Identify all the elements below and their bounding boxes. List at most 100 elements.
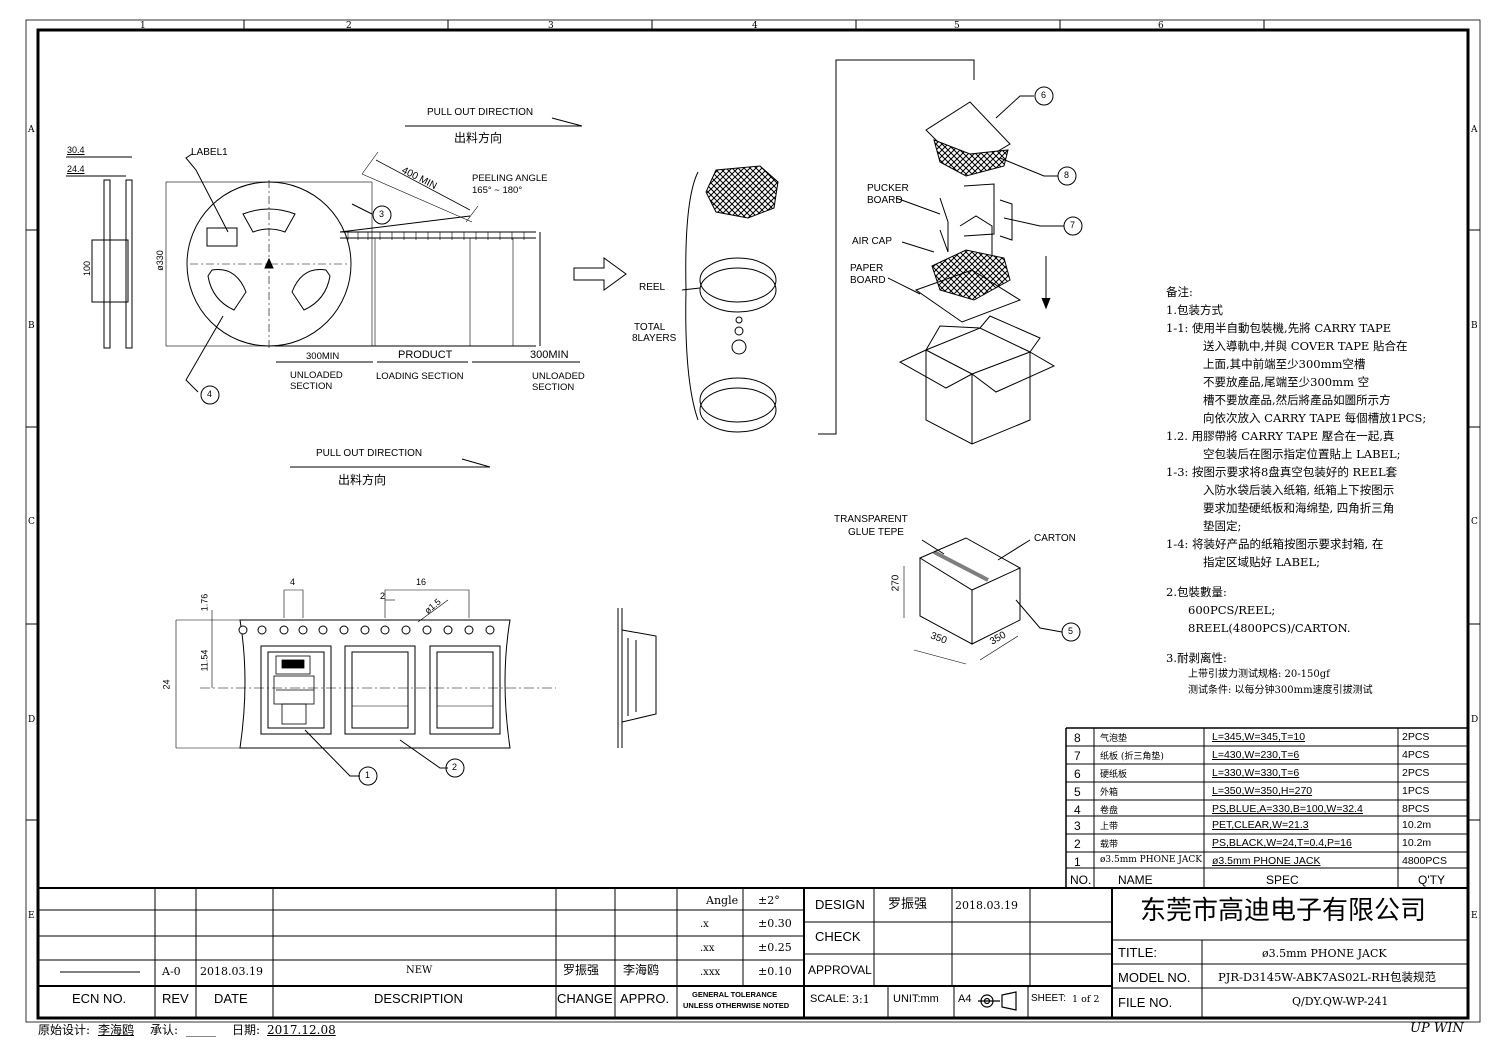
balloon-6: 6 xyxy=(1041,90,1047,100)
right-len-300: 300MIN xyxy=(530,349,569,361)
hdr-change: CHANGE xyxy=(557,991,613,1006)
dim-4: 4 xyxy=(290,577,296,587)
bom-cell-qty: 10.2m xyxy=(1402,837,1432,849)
bom-cell-spec: PS,BLUE,A=330,B=100,W=32.4 xyxy=(1212,803,1363,815)
title-label: TITLE: xyxy=(1118,945,1158,960)
bom-cell-no: 2 xyxy=(1074,837,1081,851)
bom-cell-qty: 8PCS xyxy=(1402,803,1430,815)
bom-cell-spec: L=330,W=330,T=6 xyxy=(1212,767,1300,779)
notes-line: 不要放產品,尾端至少300mm 空 xyxy=(1203,375,1370,389)
bom-cell-no: 5 xyxy=(1074,785,1081,799)
bom-cell-spec: L=345,W=345,T=10 xyxy=(1212,731,1306,743)
grid-row-e: E xyxy=(28,911,35,921)
rev-value: A-0 xyxy=(162,965,181,978)
bom-cell-name: 硬纸板 xyxy=(1100,770,1128,780)
notes-line: 指定区域贴好 LABEL; xyxy=(1203,555,1320,569)
grid-col-3: 3 xyxy=(548,21,554,31)
bom-cell-qty: 4800PCS xyxy=(1402,855,1447,867)
paper-board-label: BOARD xyxy=(850,275,886,286)
unloaded-left: UNLOADED xyxy=(290,370,343,381)
loading-section: LOADING SECTION xyxy=(376,371,464,382)
notes-line: 上面,其中前端至少300mm空槽 xyxy=(1203,357,1366,371)
aircap-label: AIR CAP xyxy=(852,236,893,247)
dim-24-4: 24.4 xyxy=(67,164,85,174)
company-name: 东莞市高迪电子有限公司 xyxy=(1140,896,1427,926)
grid-row-b: B xyxy=(28,321,35,331)
notes-line: 要求加垫硬纸板和海绵垫, 四角折三角 xyxy=(1203,501,1395,515)
grid-row-d: D xyxy=(28,715,36,725)
peeling-angle-label: PEELING ANGLE xyxy=(472,173,548,184)
balloon-3: 3 xyxy=(379,209,385,219)
notes-line: 1.2. 用膠帶將 CARRY TAPE 壓合在一起,真 xyxy=(1166,429,1395,443)
bom-cell-no: 7 xyxy=(1074,749,1081,763)
grid-col-5: 5 xyxy=(954,21,960,31)
grid-row-e-right: E xyxy=(1471,911,1478,921)
pucker-board-label: BOARD xyxy=(867,195,903,206)
grid-col-2: 2 xyxy=(346,21,352,31)
notes-title: 备注: xyxy=(1166,285,1193,299)
paper-size: A4 xyxy=(958,993,972,1005)
bom-cell-qty: 10.2m xyxy=(1402,819,1432,831)
designer-name: 罗振强 xyxy=(888,897,928,912)
reel-pull-out-label: PULL OUT DIRECTION xyxy=(427,107,534,118)
file-value: Q/DY.QW-WP-241 xyxy=(1292,995,1389,1008)
notes-section-2: 2.包裝數量: xyxy=(1166,585,1227,599)
grid-col-6: 6 xyxy=(1158,21,1164,31)
bom-cell-qty: 2PCS xyxy=(1402,767,1430,779)
bom-header-spec: SPEC xyxy=(1266,873,1299,887)
rev-appro: 李海鸥 xyxy=(623,963,660,977)
hdr-date: DATE xyxy=(214,991,248,1006)
bom-cell-spec: PET,CLEAR,W=21.3 xyxy=(1212,819,1309,831)
section-right: SECTION xyxy=(532,382,575,393)
hdr-rev: REV xyxy=(162,991,189,1006)
title-value: ø3.5mm PHONE JACK xyxy=(1262,947,1387,960)
dim-2: 2 xyxy=(380,591,386,601)
grid-col-4: 4 xyxy=(752,21,758,31)
scale-value: 3:1 xyxy=(852,993,870,1006)
notes-peel-2: 测试条件: 以每分钟300mm速度引拔测试 xyxy=(1188,685,1373,696)
pucker-label: PUCKER xyxy=(867,183,909,194)
bom-cell-name: 气泡垫 xyxy=(1100,734,1128,744)
balloon-5: 5 xyxy=(1068,626,1074,636)
sheet-value: 1 of 2 xyxy=(1072,994,1100,1005)
grid-row-d-right: D xyxy=(1471,715,1479,725)
grid-row-c: C xyxy=(28,517,35,527)
notes-line: 入防水袋后装入纸箱, 纸箱上下按图示 xyxy=(1203,483,1395,497)
tol-angle-key: Angle xyxy=(706,894,739,907)
footer-orig-name: 李海鸥 xyxy=(98,1023,135,1037)
tol-xx-key: .xx xyxy=(700,943,715,954)
design-label: DESIGN xyxy=(815,897,865,912)
notes-section-3: 3.耐剥离性: xyxy=(1166,651,1227,665)
balloon-8: 8 xyxy=(1064,170,1070,180)
bom-cell-qty: 2PCS xyxy=(1402,731,1430,743)
grid-row-b-right: B xyxy=(1471,321,1478,331)
notes-line: 1-1: 使用半自動包裝機,先將 CARRY TAPE xyxy=(1166,321,1392,335)
rev-date: 2018.03.19 xyxy=(200,965,263,978)
grid-col-1: 1 xyxy=(140,21,146,31)
notes-line: 1-4: 将装好产品的纸箱按图示要求封箱, 在 xyxy=(1166,537,1384,551)
peeling-angle-range: 165° ~ 180° xyxy=(472,185,523,196)
grid-row-a-right: A xyxy=(1471,125,1478,135)
total-label: TOTAL xyxy=(634,322,666,333)
notes-line: 送入導軌中,并與 COVER TAPE 貼合在 xyxy=(1203,339,1408,353)
hdr-desc: DESCRIPTION xyxy=(374,991,463,1006)
balloon-2: 2 xyxy=(452,762,458,772)
notes-line: 垫固定; xyxy=(1203,519,1242,533)
notes-section-1: 1.包装方式 xyxy=(1166,303,1223,317)
bom-cell-spec: ø3.5mm PHONE JACK xyxy=(1212,855,1321,867)
dim-16: 16 xyxy=(416,577,427,587)
footer-date-value: 2017.12.08 xyxy=(267,1023,336,1037)
hdr-appro: APPRO. xyxy=(620,991,670,1006)
tol-xx-val: ±0.25 xyxy=(758,941,792,954)
hdr-ecn: ECN NO. xyxy=(72,991,127,1006)
